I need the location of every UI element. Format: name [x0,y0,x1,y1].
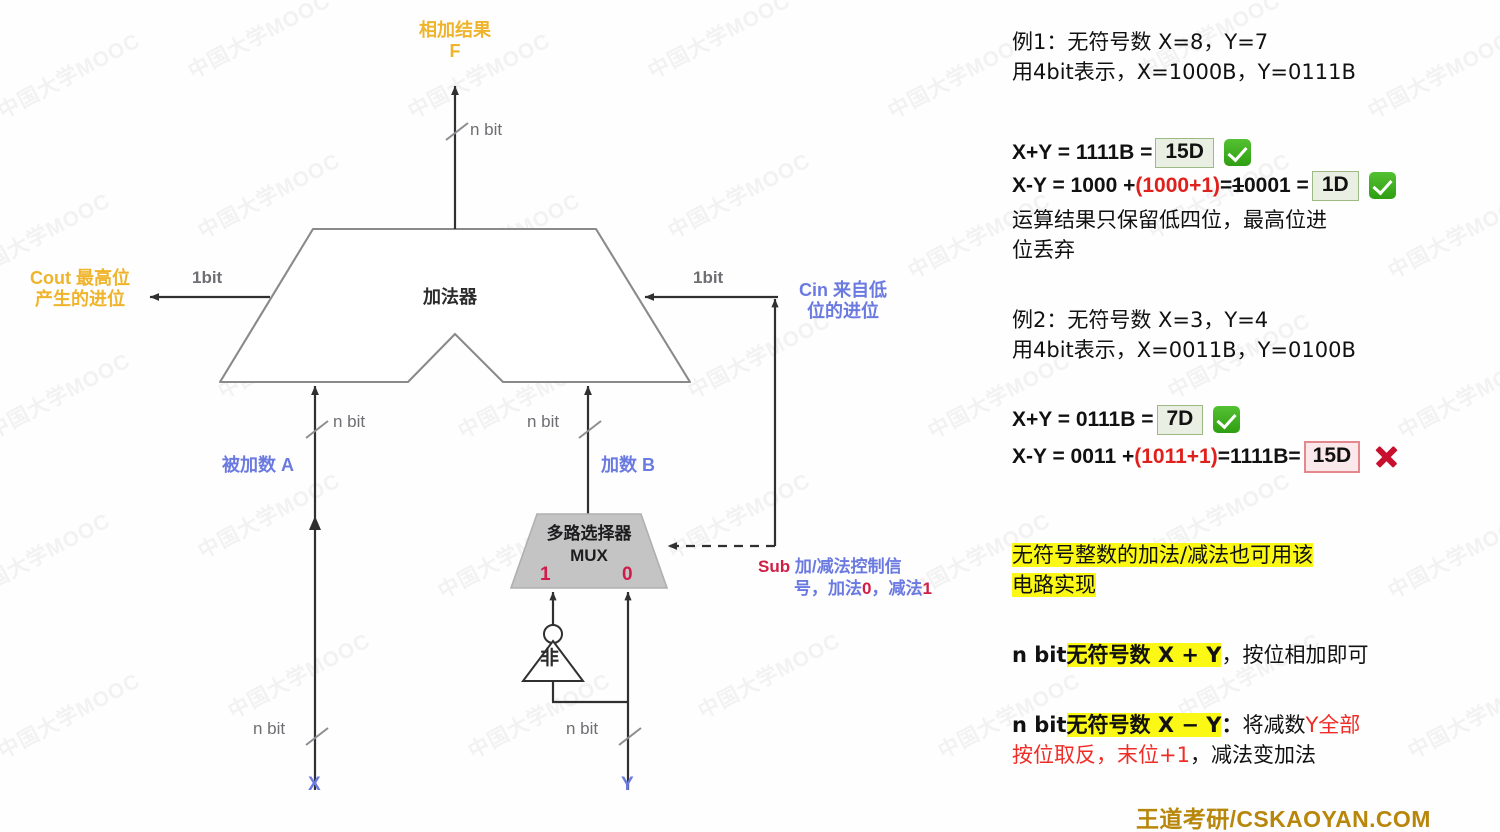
bus-tick-x [305,727,329,746]
addition-rule-highlight: 无符号数 X + Y [1066,643,1222,667]
subtraction-rule-black1: 将减数 [1242,713,1306,737]
mux-label: 多路选择器 MUX [511,524,667,566]
output-f-label: 相加结果 F [400,20,510,62]
input-y-label: Y [621,774,634,795]
cout-label-line2: 产生的进位 [35,289,125,310]
adder-label: 加法器 [423,287,477,307]
sub-signal-line2: 号，加法0，减法1 [758,578,968,600]
wire-a-midarrow [309,516,321,530]
input-x-label: X [308,774,321,795]
addition-rule: n bit无符号数 X + Y，按位相加即可 [1012,640,1368,670]
example2-sub-lhs: X-Y = 0011 + [1012,445,1135,468]
adder-block [218,227,692,384]
subtraction-rule-line1: n bit无符号数 X − Y：将减数Y全部 [1012,710,1360,740]
not-gate-label: 非 [540,648,560,669]
example1-conclusion-line1: 运算结果只保留低四位，最高位进 [1012,208,1327,232]
addition-rule-prefix: n bit [1012,643,1067,667]
example2-sub-mid: =1111B= [1217,445,1301,468]
example1-sub-result-box: 1D [1311,170,1359,201]
cout-label: Cout 最高位 产生的进位 [10,268,150,310]
sub-signal-name: Sub [758,557,791,576]
mux-select-1-label: 1 [540,564,551,585]
bit-label-cout: 1bit [192,268,223,287]
mux-label-line2: MUX [570,546,608,566]
example1-sub-complement: (1000+1) [1135,174,1221,197]
subtraction-rule: n bit无符号数 X − Y：将减数Y全部 按位取反，末位+1，减法变加法 [1012,710,1360,771]
cin-label-line1: Cin 来自低 [799,280,887,300]
subtraction-rule-line2: 按位取反，末位+1，减法变加法 [1012,740,1360,770]
example1-dropped-carry-bit: 1 [1232,174,1244,197]
example2-sub-complement: (1011+1) [1134,445,1218,468]
sub-signal-add-code: 0 [862,579,872,599]
bit-label-cin: 1bit [693,268,724,287]
example1-add-result-box: 15D [1155,137,1214,168]
example1-sub-rest: 0001 = [1243,174,1309,197]
notes-panel: 例1：无符号数 X=8，Y=7 用4bit表示，X=1000B，Y=0111B … [1000,0,1500,832]
addition-rule-suffix: ，按位相加即可 [1221,643,1369,667]
mux-label-line1: 多路选择器 [546,524,632,543]
bus-tick-b [578,420,602,439]
summary-highlight-line2: 电路实现 [1012,573,1096,598]
example1-conclusion: 运算结果只保留低四位，最高位进 位丢弃 [1012,205,1327,266]
subtraction-rule-red1: Y全部 [1305,713,1361,737]
example2-header-line2: 用4bit表示，X=0011B，Y=0100B [1012,337,1356,362]
example2-sub-equation: X-Y = 0011 + (1011+1) =1111B= 15D [1012,441,1400,473]
example1-add-lhs: X+Y = 1111B = [1012,141,1153,164]
example1-header-line2: 用4bit表示，X=1000B，Y=0111B [1012,59,1356,84]
output-f-symbol: F [449,41,461,62]
cin-label-line2: 位的进位 [807,301,879,322]
operand-a-label: 被加数 A [222,455,294,475]
example1-conclusion-line2: 位丢弃 [1012,238,1075,263]
sub-signal-line1: Sub 加/减法控制信 [758,556,968,578]
adder-subtractor-circuit-diagram: 相加结果 F n bit 加法器 1bit 1bit Cout 最高位 产生的进… [10,20,968,795]
mux-select-0-label: 0 [622,564,633,585]
subtraction-rule-highlight: 无符号数 X − Y [1066,713,1222,737]
sub-signal-desc1: 加/减法控制信 [794,557,902,576]
output-f-title: 相加结果 [419,20,491,40]
example2-add-equation: X+Y = 0111B = 7D [1012,404,1241,436]
example2-sub-result-box: 15D [1303,441,1361,473]
bus-tick-y [618,727,642,746]
sub-signal-desc2-mid: ，减法 [871,579,923,599]
subtraction-rule-prefix: n bit [1012,713,1067,737]
check-icon [1213,406,1241,434]
sub-signal-sub-code: 1 [922,579,932,599]
example1-header: 例1：无符号数 X=8，Y=7 用4bit表示，X=1000B，Y=0111B [1012,28,1356,88]
example2-add-lhs: X+Y = 0111B = [1012,408,1154,431]
sub-signal-desc2-pre: 号，加法 [794,579,863,599]
bus-tick-a [305,420,329,439]
example2-add-result-box: 7D [1156,404,1204,435]
check-icon [1223,139,1251,167]
subtraction-rule-red2: 按位取反，末位+1 [1012,743,1190,768]
example1-sub-mid: = [1220,174,1233,197]
example1-header-line1: 例1：无符号数 X=8，Y=7 [1012,30,1269,54]
example2-header: 例2：无符号数 X=3，Y=4 用4bit表示，X=0011B，Y=0100B [1012,306,1356,366]
brand-watermark: 王道考研/CSKAOYAN.COM [1136,806,1431,832]
example2-header-line1: 例2：无符号数 X=3，Y=4 [1012,308,1269,332]
summary-highlight: 无符号整数的加法/减法也可用该 电路实现 [1012,540,1314,601]
cin-label: Cin 来自低 位的进位 [778,280,908,322]
operand-b-label: 加数 B [601,455,655,475]
subtraction-rule-black2: ，减法变加法 [1189,743,1316,768]
nbit-label-y: n bit [566,719,599,738]
nbit-label-x: n bit [253,719,286,738]
example1-sub-equation: X-Y = 1000 + (1000+1) = 1 0001 = 1D [1012,170,1396,202]
summary-highlight-line1: 无符号整数的加法/减法也可用该 [1012,543,1314,567]
cout-label-line1: Cout 最高位 [30,268,130,288]
nbit-label-a: n bit [333,412,366,431]
check-icon [1368,172,1396,200]
sub-signal-label: Sub 加/减法控制信 号，加法0，减法1 [758,556,968,600]
mux-block [509,513,669,589]
nbit-label-f: n bit [470,120,503,139]
circuit-svg [149,85,779,790]
subtraction-rule-colon: ： [1221,713,1243,737]
example1-sub-lhs: X-Y = 1000 + [1012,174,1136,197]
cross-icon [1372,443,1400,471]
bus-tick-f [445,122,469,141]
example1-add-equation: X+Y = 1111B = 15D [1012,137,1251,169]
nbit-label-b: n bit [527,412,560,431]
